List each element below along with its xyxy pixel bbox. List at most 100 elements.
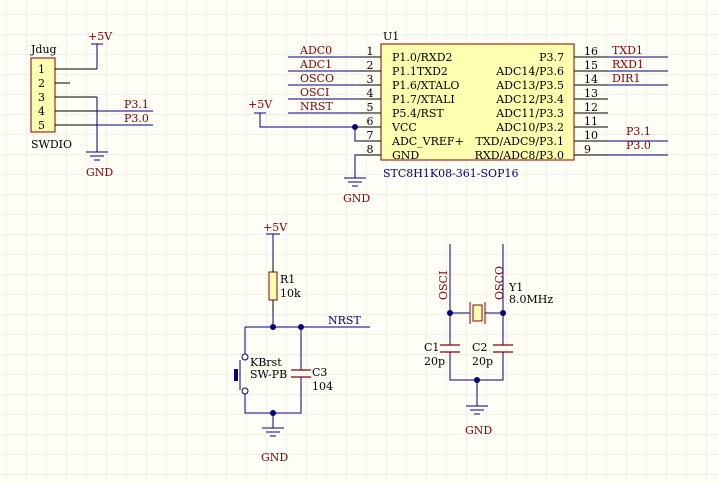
u1-pin-number: 5 [367, 101, 374, 114]
junction-dot [474, 377, 480, 383]
u1-pin-number: 1 [367, 45, 374, 58]
junction-dot [270, 324, 276, 330]
u1-pin-number: 9 [584, 143, 591, 156]
crystal-net-wires [449, 244, 504, 345]
u1-pin-name: P5.4/RST [392, 107, 444, 120]
y1-designator: Y1 [508, 281, 523, 294]
sw-value: SW-PB [250, 368, 287, 381]
c3-designator: C3 [312, 366, 327, 379]
jdug-connector[interactable]: Jdug 1 2 3 4 5 SWDIO [30, 43, 97, 151]
jdug-pin-number: 5 [38, 119, 45, 132]
u1-pin-number: 6 [367, 115, 374, 128]
reset-vcc-wire [266, 233, 280, 262]
jdug-net-wires [97, 110, 153, 126]
u1-pin-name: P1.7/XTALI [392, 93, 455, 106]
u1-pin-name: ADC13/P3.5 [495, 79, 564, 92]
jdug-designator: Jdug [30, 43, 57, 56]
net-label-nrst-reset: NRST [328, 314, 361, 327]
u1-pin-name: ADC11/P3.3 [495, 107, 564, 120]
u1-pin-name: ADC14/P3.6 [495, 65, 564, 78]
crystal-gnd-symbol [466, 405, 488, 415]
net-label-txd1: TXD1 [612, 44, 643, 57]
u1-left-net-wires [288, 56, 358, 114]
net-label-dir1: DIR1 [612, 72, 640, 85]
u1-pin-number: 2 [367, 59, 374, 72]
net-label-adc0: ADC0 [299, 44, 332, 57]
net-label-osco-crystal: OSCO [493, 266, 506, 300]
u1-pin-name: P1.0/RXD2 [392, 51, 453, 64]
jdug-footprint: SWDIO [31, 138, 72, 151]
u1-right-net-wires [608, 56, 668, 156]
u1-pin-number: 14 [584, 73, 598, 86]
jdug-vcc-label: +5V [88, 30, 113, 43]
jdug-pin-number: 1 [38, 63, 45, 76]
junction-dot [500, 310, 506, 316]
jdug-pin-number: 3 [38, 91, 45, 104]
reset-vcc-label: +5V [263, 221, 288, 234]
net-label-osci-crystal: OSCI [437, 271, 450, 300]
net-label-p30: P3.0 [124, 112, 149, 125]
net-label-nrst: NRST [300, 100, 333, 113]
net-label-p31: P3.1 [124, 98, 149, 111]
u1-pin-name: P3.7 [539, 51, 564, 64]
r1-resistor[interactable]: R1 10k [268, 262, 301, 310]
y1-crystal[interactable]: Y1 8.0MHz [469, 281, 553, 324]
u1-pin-number: 3 [367, 73, 374, 86]
c2-designator: C2 [472, 341, 487, 354]
crystal-gnd-label: GND [465, 424, 492, 437]
net-label-p31: P3.1 [626, 125, 651, 138]
net-label-rxd1: RXD1 [612, 58, 644, 71]
u1-pin-name: RXD/ADC8/P3.0 [475, 149, 564, 162]
kbrst-switch[interactable]: KBrst SW-PB [234, 353, 287, 395]
u1-pin-number: 15 [584, 59, 598, 72]
u1-designator: U1 [383, 30, 399, 43]
c3-value: 104 [312, 380, 333, 393]
u1-pin-name: P1.6/XTALO [392, 79, 459, 92]
jdug-gnd-symbol [86, 151, 108, 161]
c3-capacitor[interactable]: C3 104 [291, 366, 333, 393]
c1-designator: C1 [424, 341, 439, 354]
sw-designator: KBrst [250, 356, 282, 369]
c1-value: 20p [424, 355, 445, 368]
u1-gnd-wire [354, 154, 358, 178]
u1-pin-number: 12 [584, 101, 598, 114]
u1-part-number: STC8H1K08-361-SOP16 [383, 167, 518, 180]
u1-pin-number: 8 [367, 143, 374, 156]
u1-pin-number: 10 [584, 129, 598, 142]
jdug-pin-number: 2 [38, 77, 45, 90]
y1-electrodes [469, 302, 486, 324]
y1-value: 8.0MHz [509, 293, 553, 306]
jdug-pins [55, 68, 97, 126]
u1-right-pins [574, 56, 608, 156]
u1-pin-number: 13 [584, 87, 598, 100]
jdug-pin-number: 4 [38, 105, 45, 118]
u1-gnd-label: GND [343, 192, 370, 205]
junction-dot [270, 410, 276, 416]
u1-mcu[interactable]: U1 1 2 3 4 5 6 7 8 P1.0/RXD2 P1.1TXD2 P1… [358, 30, 608, 180]
net-label-adc1: ADC1 [299, 58, 332, 71]
jdug-body [30, 57, 56, 133]
u1-pin-name: TXD/ADC9/P3.1 [476, 135, 564, 148]
u1-pin-name: ADC_VREF+ [391, 135, 464, 148]
u1-pin-number: 4 [367, 87, 374, 100]
u1-pin-name: ADC12/P3.4 [495, 93, 564, 106]
u1-gnd-symbol [344, 177, 366, 187]
c2-capacitor[interactable]: C2 20p [472, 341, 513, 368]
u1-pin-name: ADC10/P3.2 [495, 121, 564, 134]
r1-body [268, 271, 278, 301]
y1-quartz [472, 304, 483, 322]
u1-pin-number: 7 [367, 129, 374, 142]
net-label-p30: P3.0 [626, 139, 651, 152]
junction-dot [447, 310, 453, 316]
u1-vcc-wire [254, 112, 358, 142]
u1-pin-name: P1.1TXD2 [392, 65, 448, 78]
reset-gnd-label: GND [261, 451, 288, 464]
net-label-osci: OSCI [300, 86, 329, 99]
sw-button [234, 369, 238, 381]
u1-pin-number: 16 [584, 45, 598, 58]
u1-pin-name: VCC [391, 121, 417, 134]
junction-dot [352, 124, 358, 130]
u1-pin-name: GND [392, 149, 419, 162]
